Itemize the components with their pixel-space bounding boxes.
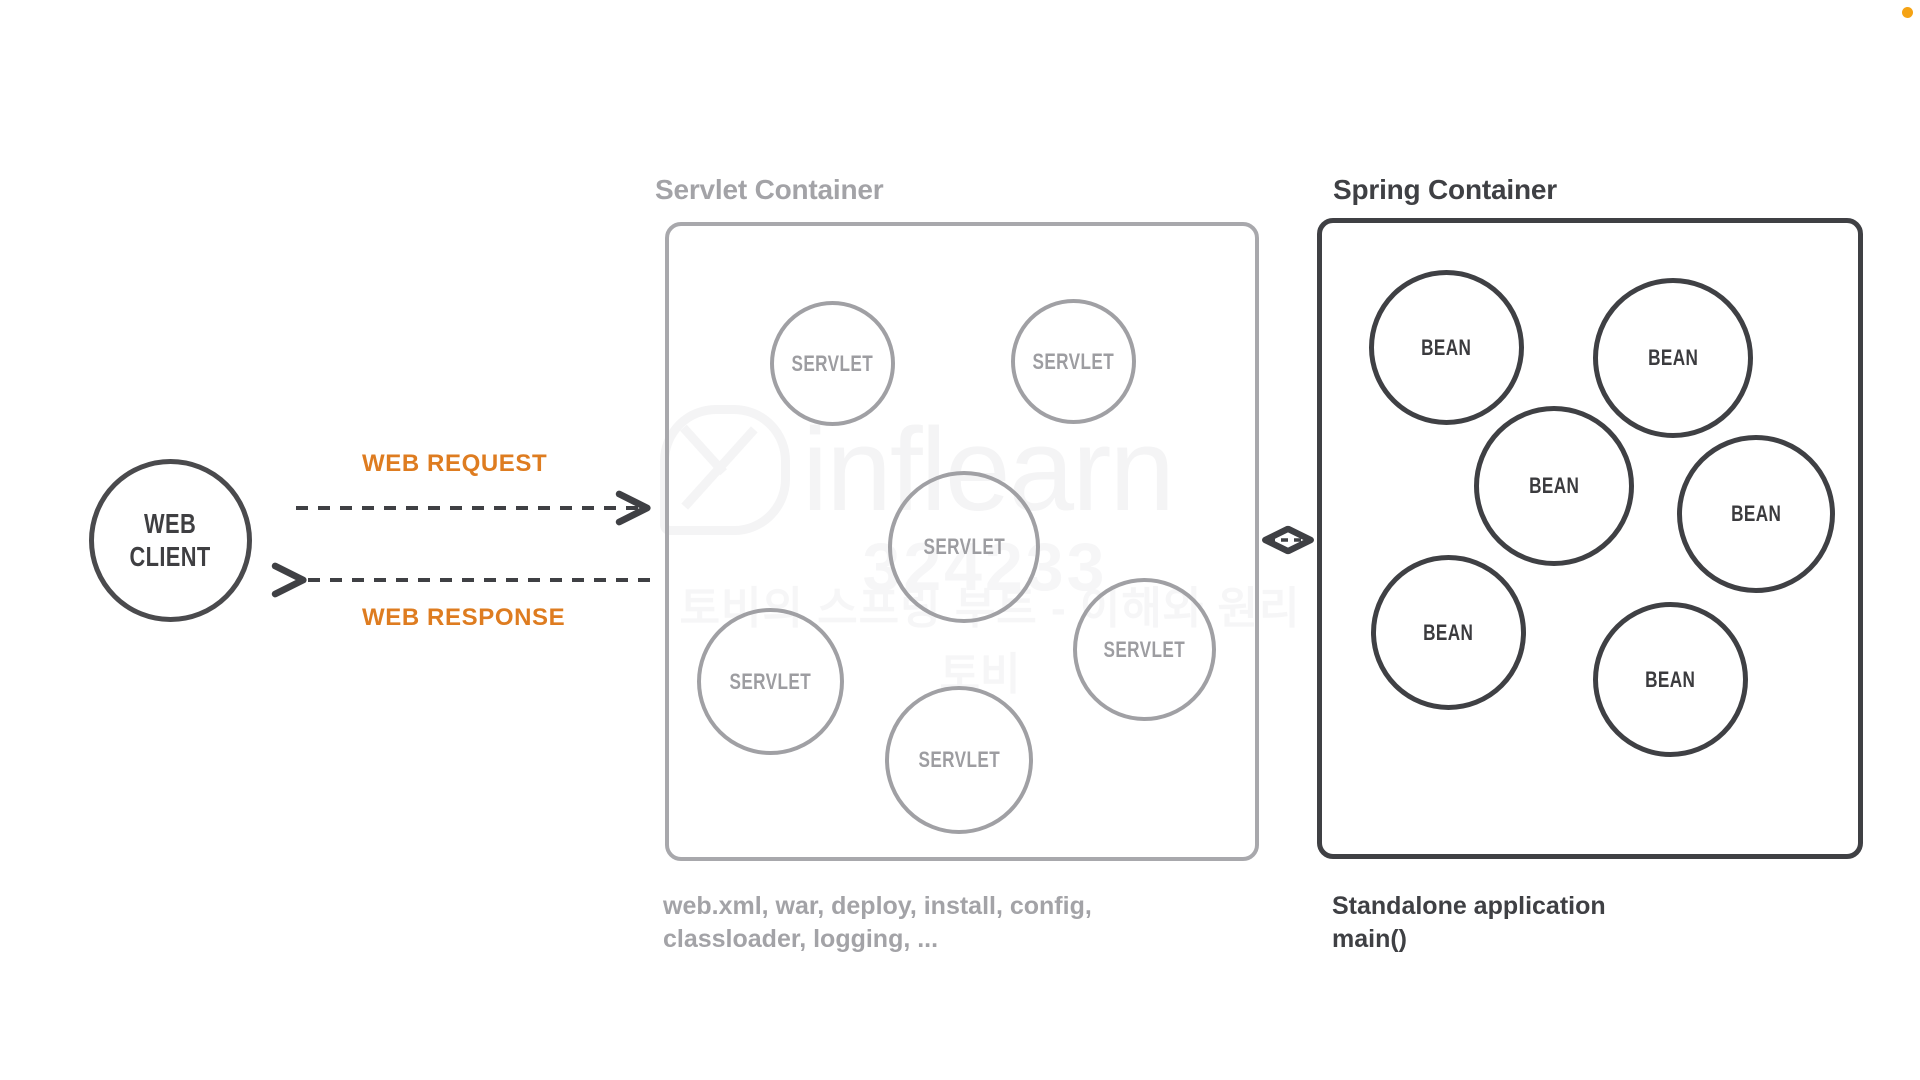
bean-node-2-label: BEAN (1647, 345, 1699, 371)
servlet-node-4[interactable]: SERVLET (697, 608, 844, 755)
servlet-container-box[interactable] (665, 222, 1259, 861)
web-request-label: WEB REQUEST (362, 450, 548, 477)
servlet-node-2[interactable]: SERVLET (1011, 299, 1136, 424)
servlet-node-4-label: SERVLET (729, 668, 812, 694)
servlet-node-5-label: SERVLET (1103, 636, 1186, 662)
servlet-node-3-label: SERVLET (923, 534, 1005, 560)
spring-container-title: Spring Container (1333, 174, 1557, 205)
bean-node-1[interactable]: BEAN (1369, 270, 1524, 425)
servlet-caption-line1: web.xml, war, deploy, install, config, (663, 892, 1092, 920)
bean-node-6-label: BEAN (1645, 666, 1696, 692)
servlet-node-2-label: SERVLET (1032, 348, 1115, 374)
servlet-node-5[interactable]: SERVLET (1073, 578, 1216, 721)
web-response-label: WEB RESPONSE (362, 604, 566, 631)
bean-node-3-label: BEAN (1528, 473, 1580, 499)
bean-node-2[interactable]: BEAN (1593, 278, 1753, 438)
servlet-node-1[interactable]: SERVLET (770, 301, 895, 426)
bean-node-6[interactable]: BEAN (1593, 602, 1748, 757)
bean-node-4[interactable]: BEAN (1677, 435, 1835, 593)
servlet-container-title: Servlet Container (655, 174, 884, 205)
corner-status-dot (1902, 7, 1913, 18)
servlet-node-6[interactable]: SERVLET (885, 686, 1033, 834)
servlet-node-6-label: SERVLET (918, 747, 1000, 773)
bean-node-5[interactable]: BEAN (1371, 555, 1526, 710)
servlet-node-1-label: SERVLET (791, 350, 874, 376)
bean-node-3[interactable]: BEAN (1474, 406, 1634, 566)
servlet-node-3[interactable]: SERVLET (888, 471, 1040, 623)
bean-node-5-label: BEAN (1423, 619, 1474, 645)
bean-node-4-label: BEAN (1730, 501, 1782, 527)
spring-caption-line1: Standalone application (1332, 892, 1606, 920)
web-client-label-line2: CLIENT (129, 540, 212, 572)
spring-container-caption: Standalone application main() (1332, 890, 1832, 956)
bean-node-1-label: BEAN (1421, 334, 1472, 360)
servlet-caption-line2: classloader, logging, ... (663, 925, 939, 953)
spring-container-box[interactable] (1317, 218, 1863, 859)
servlet-container-caption: web.xml, war, deploy, install, config, c… (663, 890, 1223, 956)
web-client-label-line1: WEB (144, 508, 197, 540)
spring-caption-line2: main() (1332, 925, 1407, 953)
